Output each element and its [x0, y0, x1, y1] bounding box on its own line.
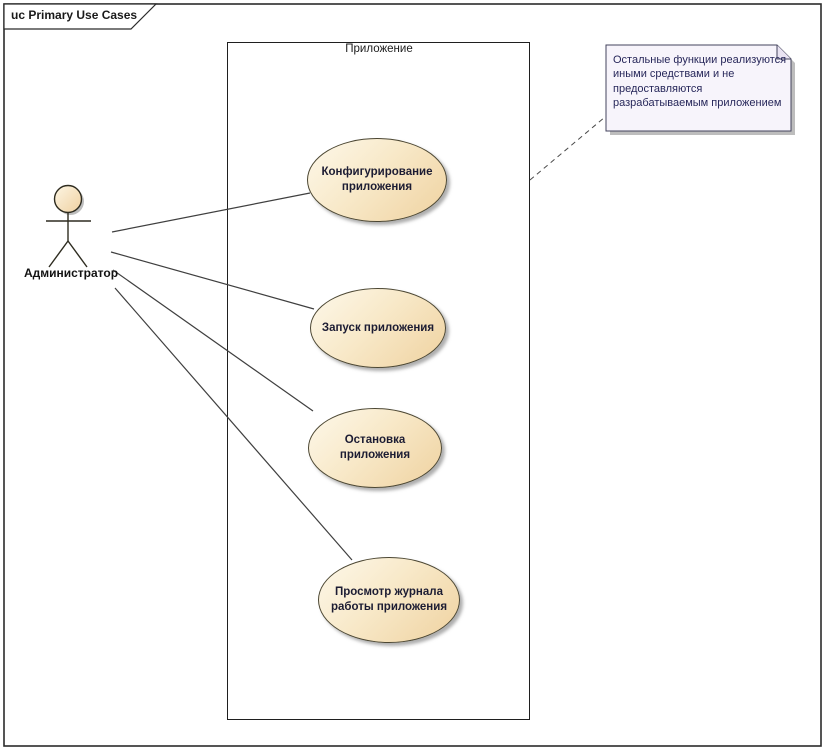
usecase-start-application[interactable]: Запуск приложения [310, 288, 446, 368]
usecase-label: работы приложения [330, 601, 448, 613]
usecase-view-log[interactable]: Просмотр журнала работы приложения [318, 557, 460, 643]
association-start[interactable] [110, 251, 315, 310]
usecase-label: Конфигурирование [321, 166, 433, 178]
actor-head [53, 184, 83, 214]
actor-icon[interactable] [46, 184, 91, 268]
note[interactable]: Остальные функции реализуются иными сред… [613, 53, 789, 111]
note-anchor-line[interactable] [529, 116, 606, 181]
note-line: предоставляются [613, 82, 703, 95]
frame-label-tab [3, 3, 158, 30]
actor-left-leg [48, 240, 69, 268]
usecase-label: приложения [339, 449, 411, 461]
actor-right-leg [67, 240, 88, 268]
usecase-label: приложения [341, 181, 413, 193]
usecase-configure-application[interactable]: Конфигурирование приложения [307, 138, 447, 222]
boundary-title: Приложение [345, 43, 413, 55]
usecase-label: Остановка [344, 434, 406, 446]
note-shape[interactable] [605, 44, 795, 135]
usecase-label: Просмотр журнала [335, 586, 443, 598]
note-line: разрабатываемым приложением [613, 97, 782, 110]
note-line: иными средствами и не [613, 68, 735, 81]
note-fold-corner-icon [776, 45, 791, 60]
note-line: Остальные функции реализуются [613, 54, 787, 66]
association-stop[interactable] [112, 269, 314, 412]
association-viewlog[interactable] [114, 287, 353, 561]
usecase-label: Запуск приложения [321, 321, 435, 334]
frame-title: uc Primary Use Cases [11, 8, 138, 22]
association-configure[interactable] [111, 192, 311, 233]
actor-name: Администратор [23, 266, 119, 280]
usecase-stop-application[interactable]: Остановка приложения [308, 408, 442, 488]
